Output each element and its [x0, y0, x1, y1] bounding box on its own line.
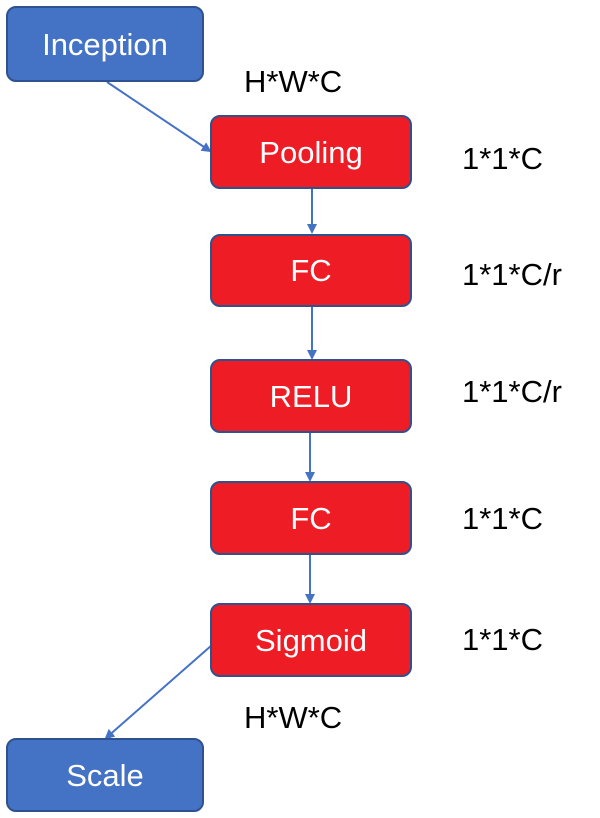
pooling-node: Pooling	[210, 115, 412, 189]
scale-label: Scale	[66, 757, 144, 793]
sigmoid-dim-label: 1*1*C	[462, 622, 543, 657]
sigmoid-node: Sigmoid	[210, 603, 412, 677]
inception-node: Inception	[6, 6, 204, 82]
pooling-dim-label: 1*1*C	[462, 141, 543, 176]
relu-label: RELU	[269, 378, 353, 414]
fc1-node: FC	[210, 234, 412, 307]
fc1-dim-label: 1*1*C/r	[462, 257, 562, 292]
input-dim-label: H*W*C	[244, 64, 343, 99]
arrow-sigmoid-to-scale	[104, 644, 213, 740]
scale-node: Scale	[6, 738, 204, 812]
fc2-node: FC	[210, 481, 412, 555]
relu-dim-label: 1*1*C/r	[462, 374, 562, 409]
output-dim-label: H*W*C	[244, 700, 343, 735]
relu-node: RELU	[210, 359, 412, 433]
inception-label: Inception	[42, 26, 168, 62]
sigmoid-label: Sigmoid	[255, 622, 367, 658]
fc2-dim-label: 1*1*C	[462, 501, 543, 536]
fc2-label: FC	[290, 500, 332, 536]
pooling-label: Pooling	[259, 134, 363, 170]
arrow-inception-to-pooling	[106, 81, 212, 153]
fc1-label: FC	[290, 253, 332, 288]
